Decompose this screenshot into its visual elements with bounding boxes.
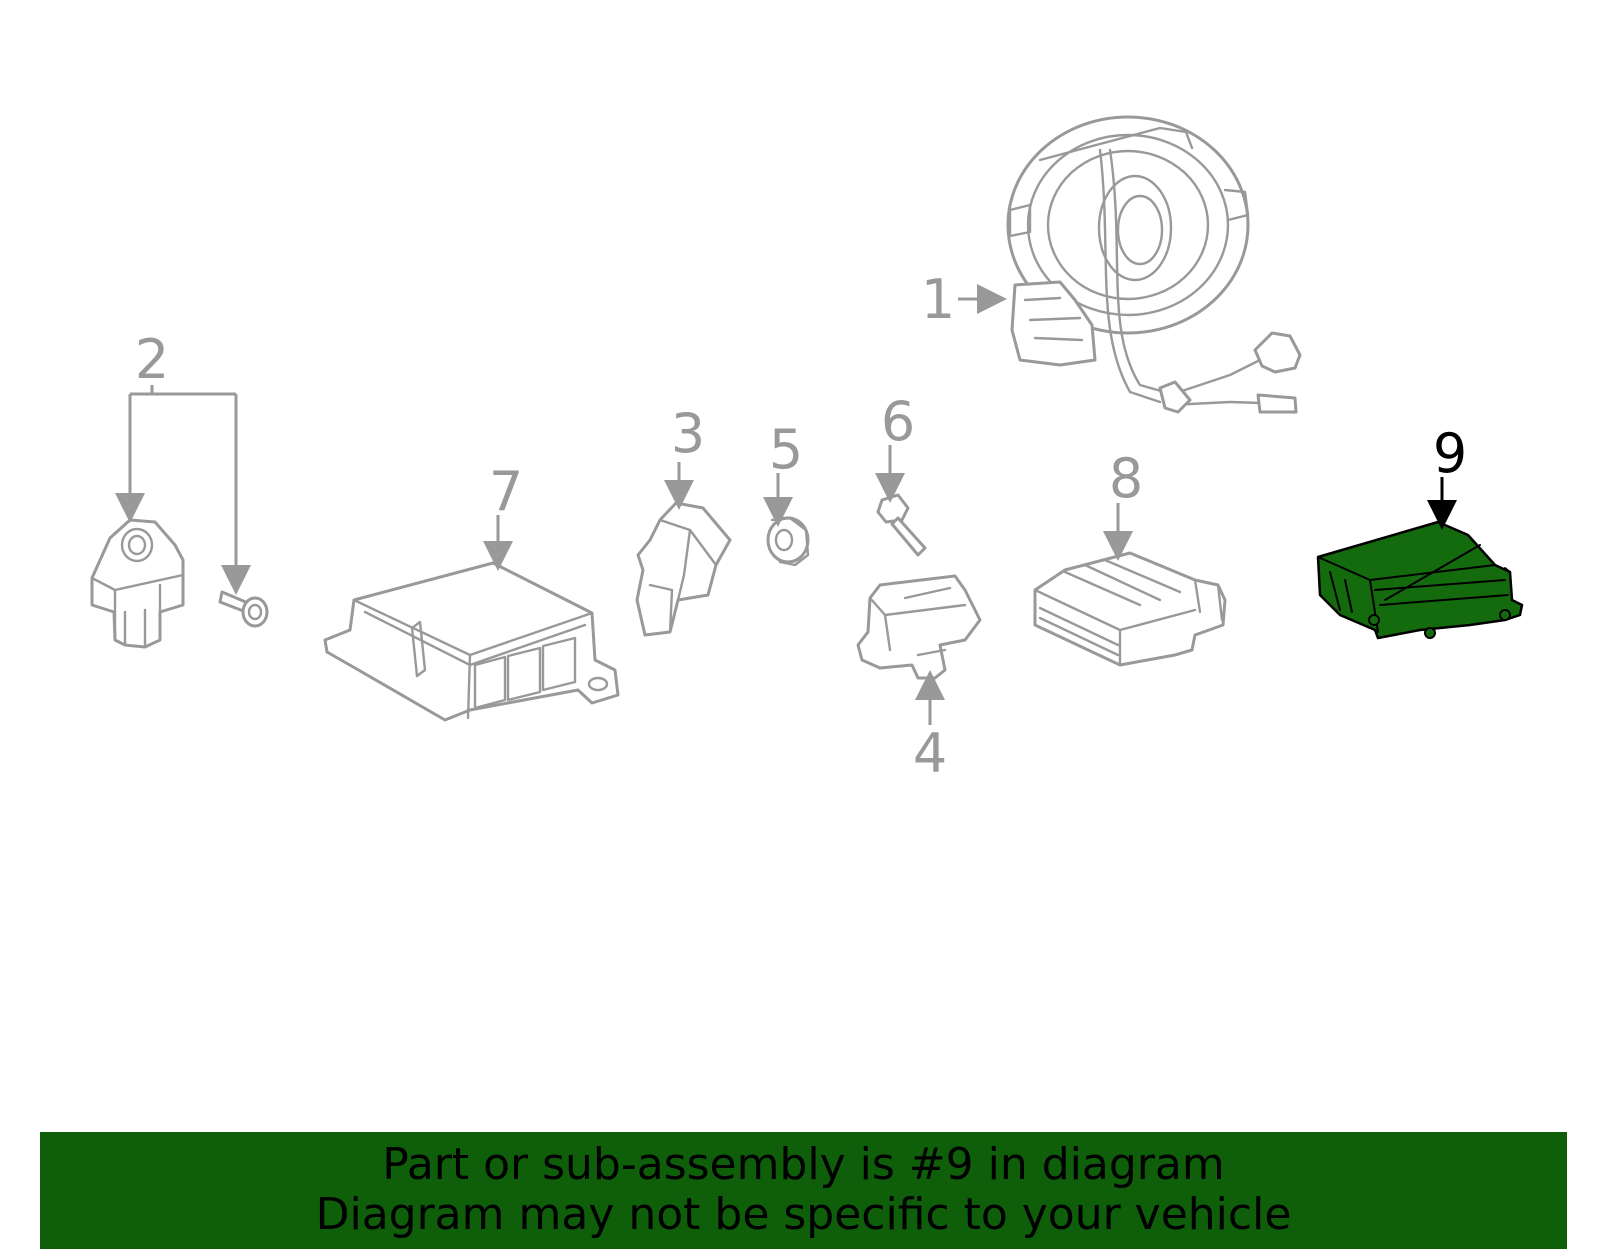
callout-1[interactable]: 1 (921, 268, 955, 331)
part-5-nut[interactable] (766, 516, 810, 567)
part-4-side-sensor[interactable] (856, 574, 982, 680)
callout-6[interactable]: 6 (881, 390, 915, 453)
part-1-clock-spring[interactable] (1006, 115, 1302, 414)
callout-9[interactable]: 9 (1433, 422, 1467, 485)
callout-8[interactable]: 8 (1109, 447, 1143, 510)
callout-2[interactable]: 2 (135, 328, 169, 391)
banner-line-1: Part or sub-assembly is #9 in diagram (382, 1139, 1225, 1190)
part-3-sensor[interactable] (635, 501, 732, 637)
callout-5[interactable]: 5 (769, 418, 803, 481)
callout-3[interactable]: 3 (671, 402, 705, 465)
part-2-impact-sensor[interactable] (90, 518, 185, 649)
part-7-airbag-module[interactable] (323, 561, 620, 722)
part-6-bolt[interactable] (876, 493, 927, 557)
callout-7[interactable]: 7 (489, 460, 523, 523)
banner-line-2: Diagram may not be specific to your vehi… (315, 1189, 1292, 1240)
info-banner: Part or sub-assembly is #9 in diagram Di… (40, 1132, 1567, 1249)
part-8-control-module[interactable] (1033, 551, 1227, 667)
part-9-highlighted-module[interactable] (1316, 520, 1524, 640)
part-2-bolt[interactable] (218, 590, 269, 628)
callout-4[interactable]: 4 (913, 722, 947, 785)
